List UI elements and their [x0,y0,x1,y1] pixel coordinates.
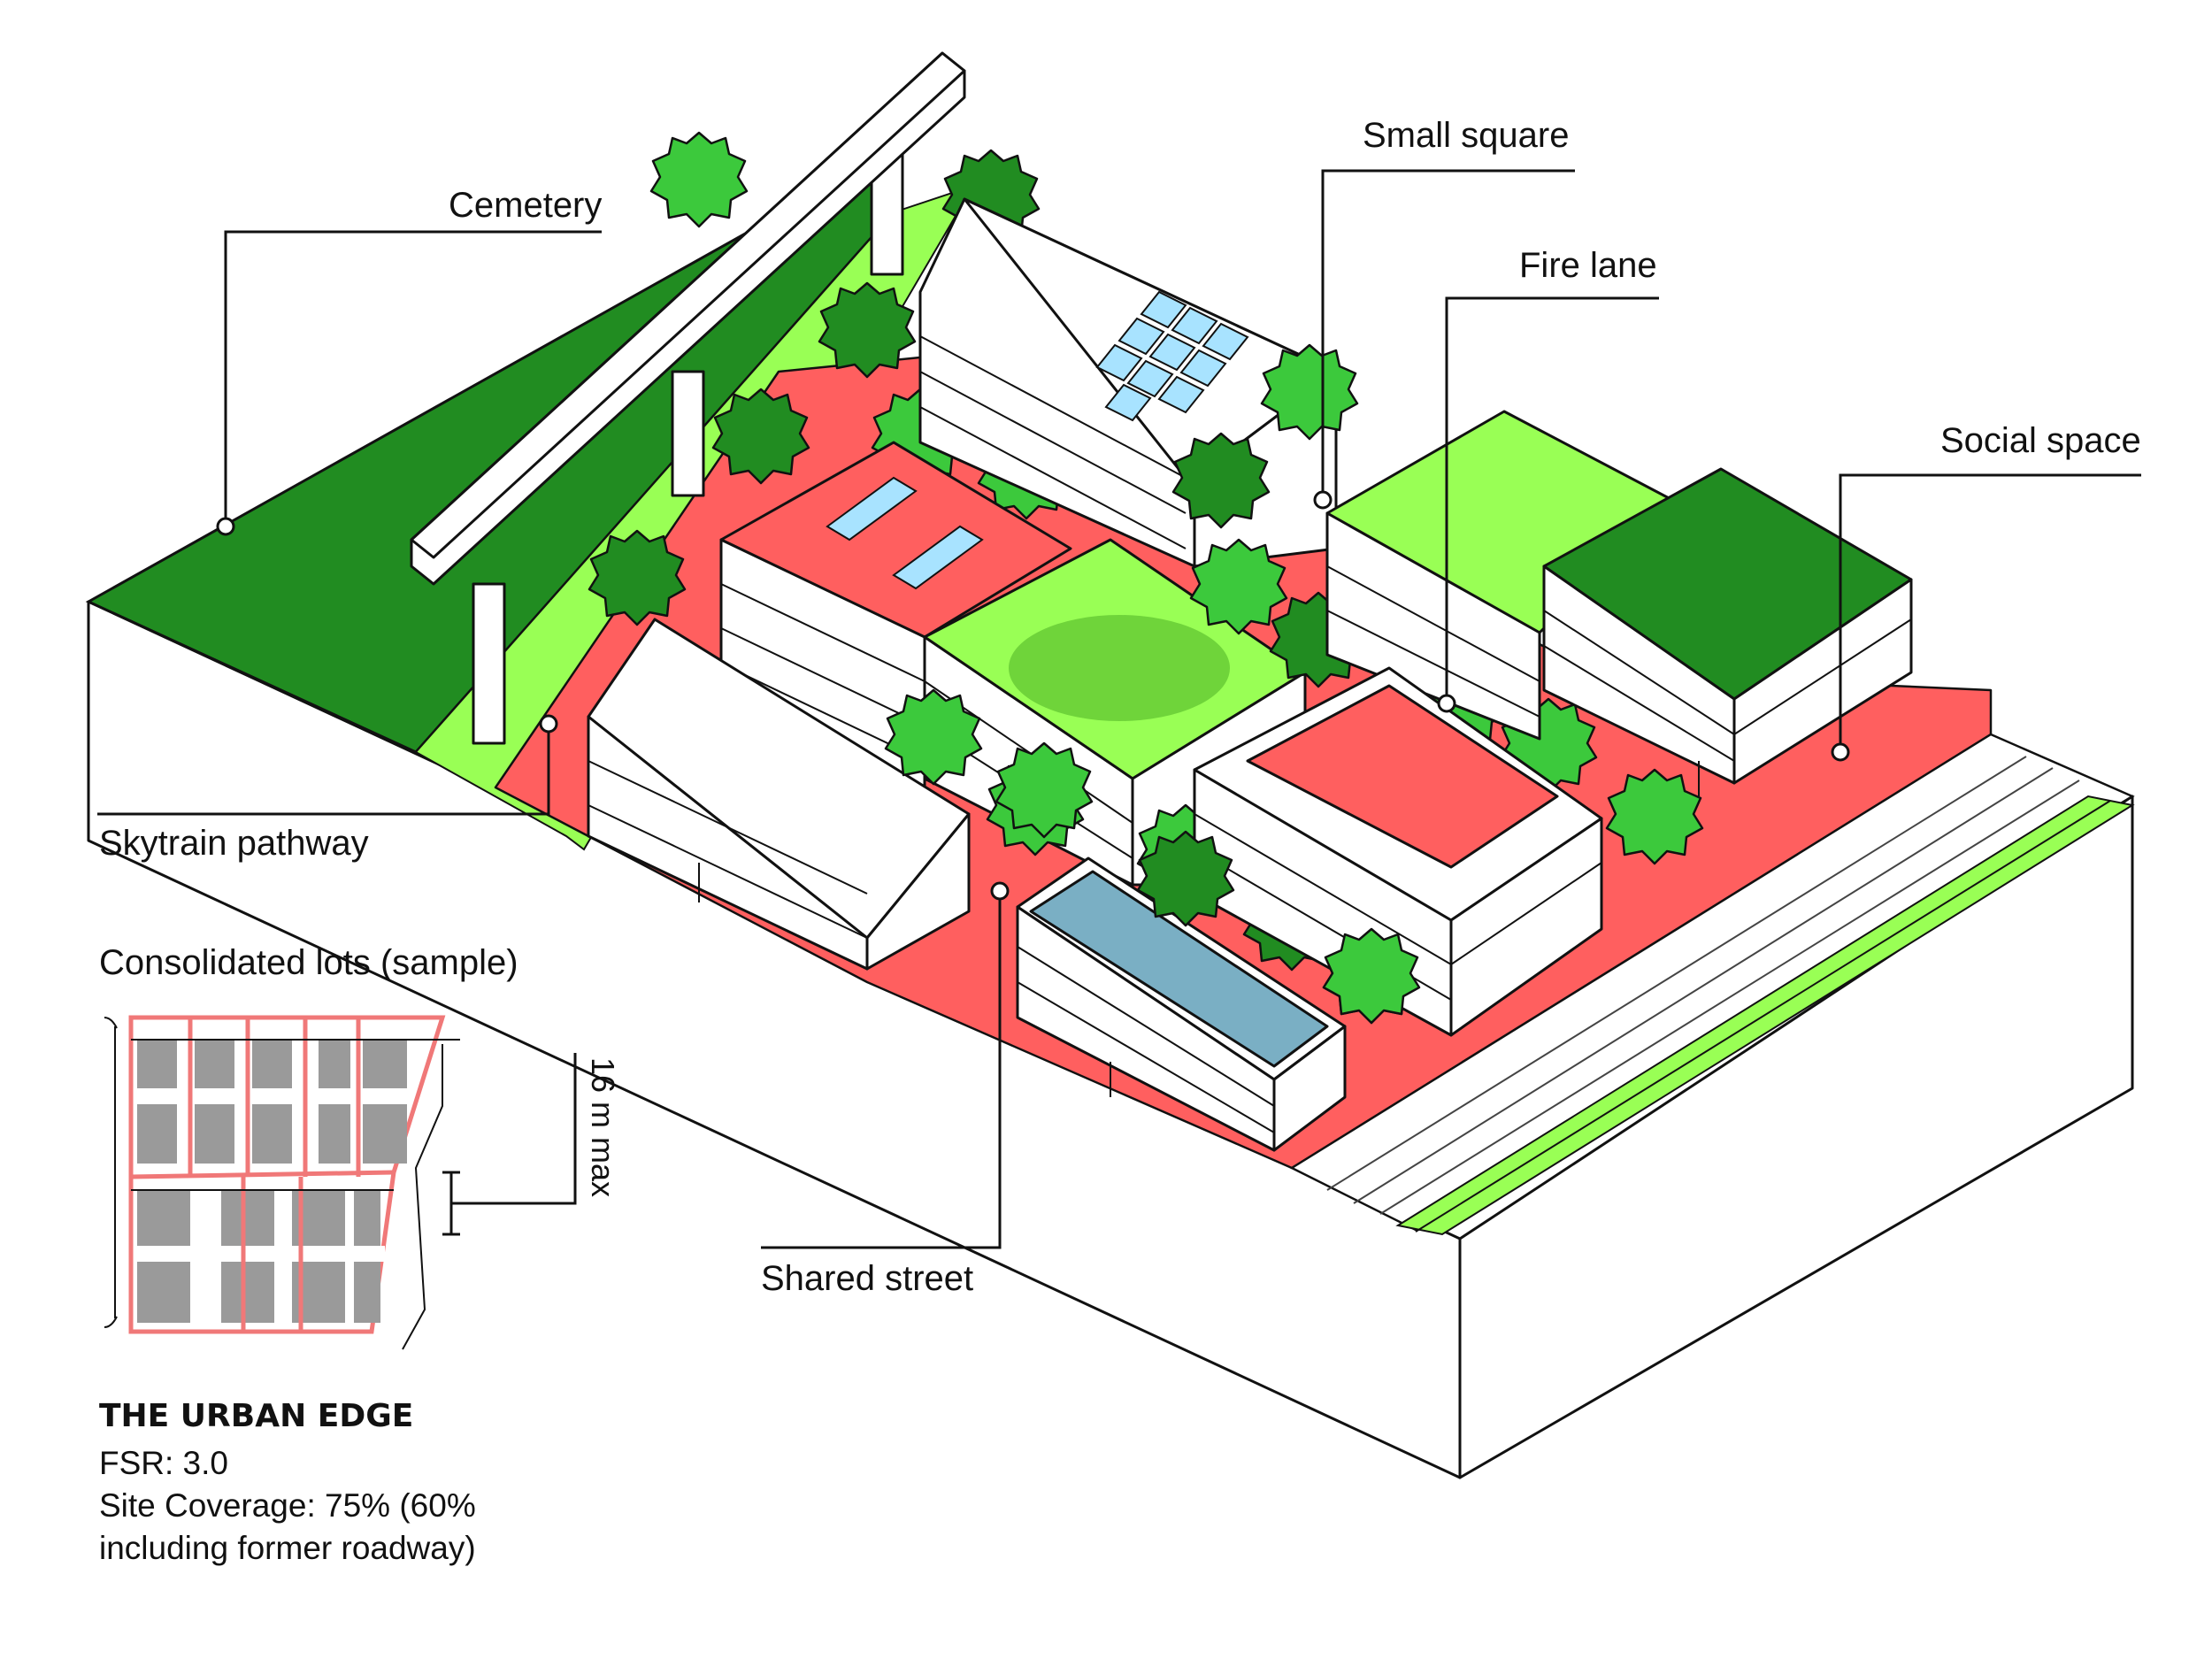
solar-panel-icon [1095,290,1249,422]
summary-stats: FSR: 3.0 Site Coverage: 75% (60% includi… [99,1442,476,1570]
callout-dot-icon [216,490,1850,901]
skytrain-guideway [410,51,966,745]
building-dark-green-roof [1542,467,1913,796]
consolidated-lots-inset [104,1015,577,1350]
summary-coverage-line1: Site Coverage: 75% (60% [99,1487,476,1524]
callout-small-square: Small square [1363,116,1570,155]
greenhouse-icon [826,476,984,590]
callout-social-space: Social space [1940,421,2141,460]
callout-lines [97,169,2141,1249]
summary-heading: THE URBAN EDGE [99,1398,414,1434]
callout-shared-street: Shared street [761,1259,974,1298]
inset-title: Consolidated lots (sample) [99,943,518,982]
inset-dimension-label: 16 m max [585,1057,621,1198]
callout-skytrain-pathway: Skytrain pathway [99,824,369,863]
roadway [1289,733,2135,1236]
building-front-left [587,618,971,971]
pool [1029,870,1329,1068]
building-pool-roof [1016,856,1347,1152]
building-greenhouse-roof [719,441,1072,798]
summary-coverage-line2: including former roadway) [99,1530,476,1566]
dimension-marker [442,1053,577,1236]
callout-fire-lane: Fire lane [1519,246,1657,285]
summary-fsr: FSR: 3.0 [99,1445,228,1481]
callout-cemetery: Cemetery [449,186,603,225]
